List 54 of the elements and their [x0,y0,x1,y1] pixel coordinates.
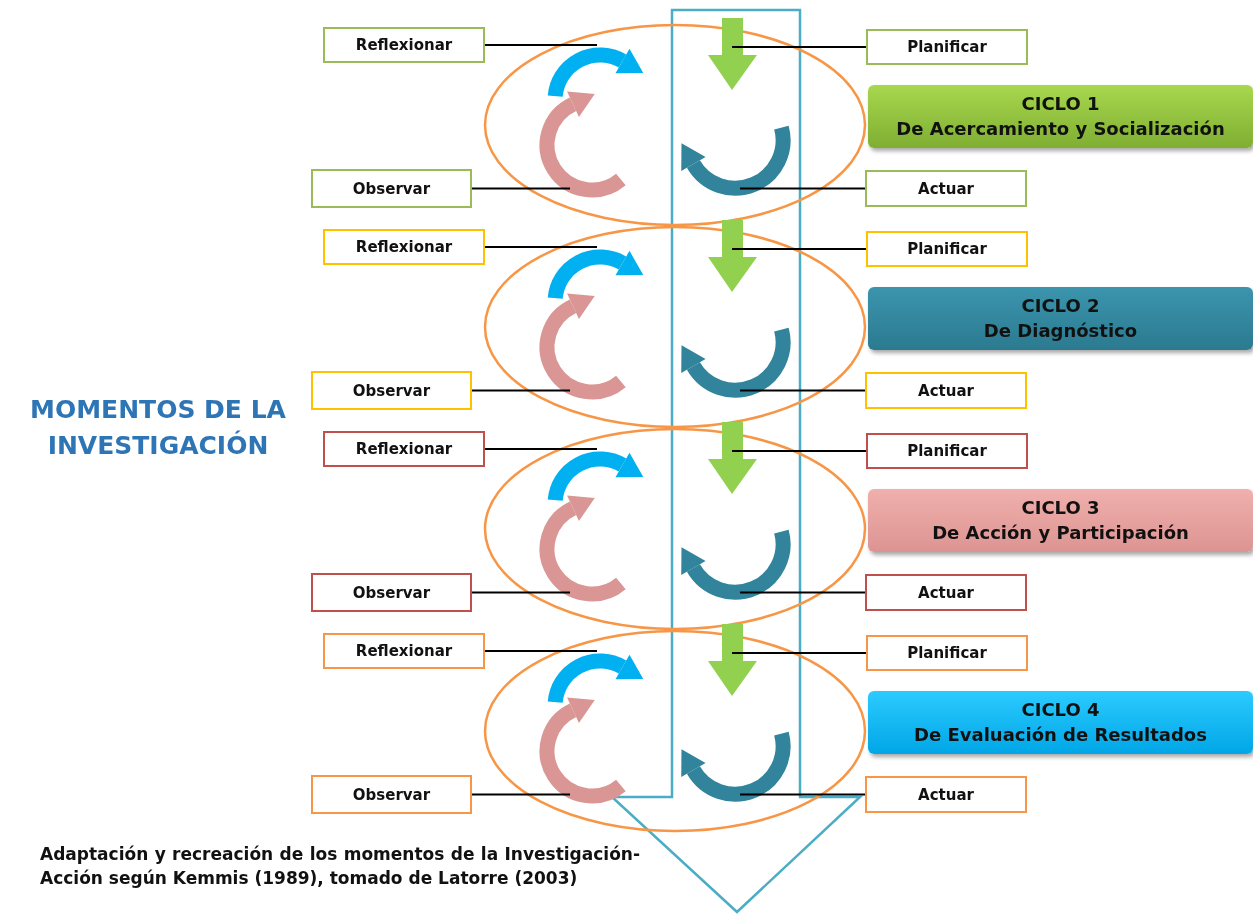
step-label: Planificar [866,231,1028,267]
step-label: Planificar [866,29,1028,65]
step-label: Actuar [865,170,1027,207]
cycle-banner [868,287,1253,350]
step-label: Actuar [865,372,1027,409]
leader-line [484,44,598,46]
cycle-title: De Acción y Participación [932,520,1189,545]
leader-line [484,246,598,248]
cycle-number: CICLO 2 [1021,294,1100,319]
step-label: Planificar [866,433,1028,469]
step-label: Observar [311,775,472,814]
leader-line [471,793,571,796]
step-label: Reflexionar [323,27,485,63]
curved-arrow-icon [539,697,626,804]
step-label: Observar [311,169,472,208]
step-label: Observar [311,371,472,410]
step-label: Reflexionar [323,431,485,467]
leader-line [731,248,867,250]
step-label: Reflexionar [323,229,485,265]
leader-line [471,187,571,190]
curved-arrow-icon [547,249,644,300]
leader-line [471,389,571,392]
leader-line [739,793,866,796]
curved-arrow-icon [547,451,644,502]
caption: Adaptación y recreación de los momentos de la Investigación- Acción según Kemmis (1989), tomado de Latorre (2003) [40,843,640,890]
cycle-title: De Diagnóstico [983,318,1138,343]
step-label: Observar [311,573,472,612]
leader-line [731,450,867,452]
cycle-number: CICLO 1 [1021,92,1100,117]
cycle-number: CICLO 4 [1021,698,1100,723]
step-label: Actuar [865,574,1027,611]
step-label: Planificar [866,635,1028,671]
curved-arrow-icon [539,293,626,400]
cycle-banner [868,85,1253,148]
leader-line [731,46,867,48]
curved-arrow-icon [539,495,626,602]
title: MOMENTOS DE LA INVESTIGACIÓN [29,394,287,463]
cycle-number: CICLO 3 [1021,496,1100,521]
step-label: Actuar [865,776,1027,813]
step-label: Reflexionar [323,633,485,669]
curved-arrow-icon [547,47,644,98]
cycle-title: De Acercamiento y Socialización [896,116,1225,141]
cycle-banner [868,691,1253,754]
cycle-title: De Evaluación de Resultados [914,722,1207,747]
curved-arrow-icon [539,91,626,198]
leader-line [484,448,598,450]
leader-line [739,389,866,392]
leader-line [739,591,866,594]
cycle-banner [868,489,1253,552]
leader-line [731,652,867,654]
leader-line [484,650,598,652]
leader-line [739,187,866,190]
curved-arrow-icon [547,653,644,704]
leader-line [471,591,571,594]
